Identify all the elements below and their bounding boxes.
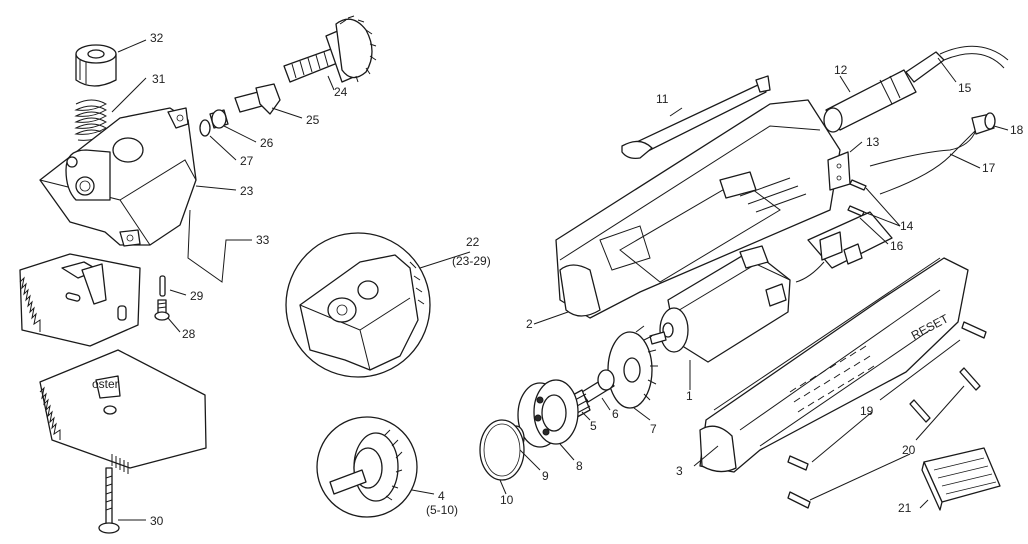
part-31-spring (74, 99, 108, 141)
part-10-ring (479, 419, 525, 481)
part-15-cord (905, 45, 1009, 83)
label-24: 24 (334, 85, 348, 99)
label-30: 30 (150, 514, 164, 528)
part-7-fan (607, 325, 658, 409)
label-22: 22 (466, 235, 480, 249)
label-3: 3 (676, 464, 683, 478)
label-19: 19 (860, 404, 874, 418)
part-17-wire (869, 125, 981, 195)
label-33: 33 (256, 233, 270, 247)
part-12-cord-protector (823, 69, 917, 133)
blade-brand-text: oster (92, 377, 119, 391)
callout-circle-4 (316, 416, 418, 518)
part-16-board (795, 211, 893, 283)
part-14-screws (847, 179, 867, 217)
label-14: 14 (900, 219, 914, 233)
label-12: 12 (834, 63, 848, 77)
part-27-ring (199, 119, 211, 137)
part-6-shaft (581, 369, 615, 403)
part-3-lower-housing: RESET (699, 257, 969, 473)
label-1: 1 (686, 389, 693, 403)
part-25-eccentric (234, 83, 281, 115)
label-16: 16 (890, 239, 904, 253)
part-1-motor (649, 245, 791, 363)
part-8-bearing (517, 379, 579, 448)
leader-lines (111, 39, 1009, 521)
callout-labels: 32 31 24 25 26 27 23 33 29 28 30 22 (23-… (150, 31, 1024, 528)
part-23-head-housing (39, 107, 197, 247)
label-11: 11 (656, 92, 669, 106)
label-8: 8 (576, 459, 583, 473)
label-26: 26 (260, 136, 274, 150)
label-5: 5 (590, 419, 597, 433)
label-25: 25 (306, 113, 320, 127)
label-7: 7 (650, 422, 657, 436)
part-24-gear-shaft (283, 15, 377, 83)
label-6: 6 (612, 407, 619, 421)
callout-circle-22 (285, 232, 431, 378)
label-18: 18 (1010, 123, 1024, 137)
label-4-sub: (5-10) (426, 503, 458, 517)
part-lower-blade: oster (39, 349, 207, 474)
part-33-upper-blade (19, 253, 141, 347)
label-9: 9 (542, 469, 549, 483)
part-26-bushing (209, 109, 229, 129)
part-21-filter-pad (921, 447, 1001, 511)
label-10: 10 (500, 493, 514, 507)
part-11-switch (621, 75, 771, 160)
part-18-plug (971, 112, 996, 135)
label-2: 2 (526, 317, 533, 331)
part-32-cap (75, 44, 117, 87)
part-28-screw (154, 299, 170, 321)
label-13: 13 (866, 135, 880, 149)
label-15: 15 (958, 81, 972, 95)
part-2-upper-housing (555, 99, 841, 319)
label-23: 23 (240, 184, 254, 198)
part-13-block (827, 151, 851, 191)
label-28: 28 (182, 327, 196, 341)
label-20: 20 (902, 443, 916, 457)
label-32: 32 (150, 31, 164, 45)
label-31: 31 (152, 72, 166, 86)
label-22-sub: (23-29) (452, 254, 491, 268)
part-29-pin (159, 275, 166, 297)
label-4: 4 (438, 489, 445, 503)
part-30-screw (98, 467, 120, 534)
part-19-20-screws (787, 321, 987, 509)
label-27: 27 (240, 154, 254, 168)
label-21: 21 (898, 501, 912, 515)
label-17: 17 (982, 161, 996, 175)
label-29: 29 (190, 289, 204, 303)
